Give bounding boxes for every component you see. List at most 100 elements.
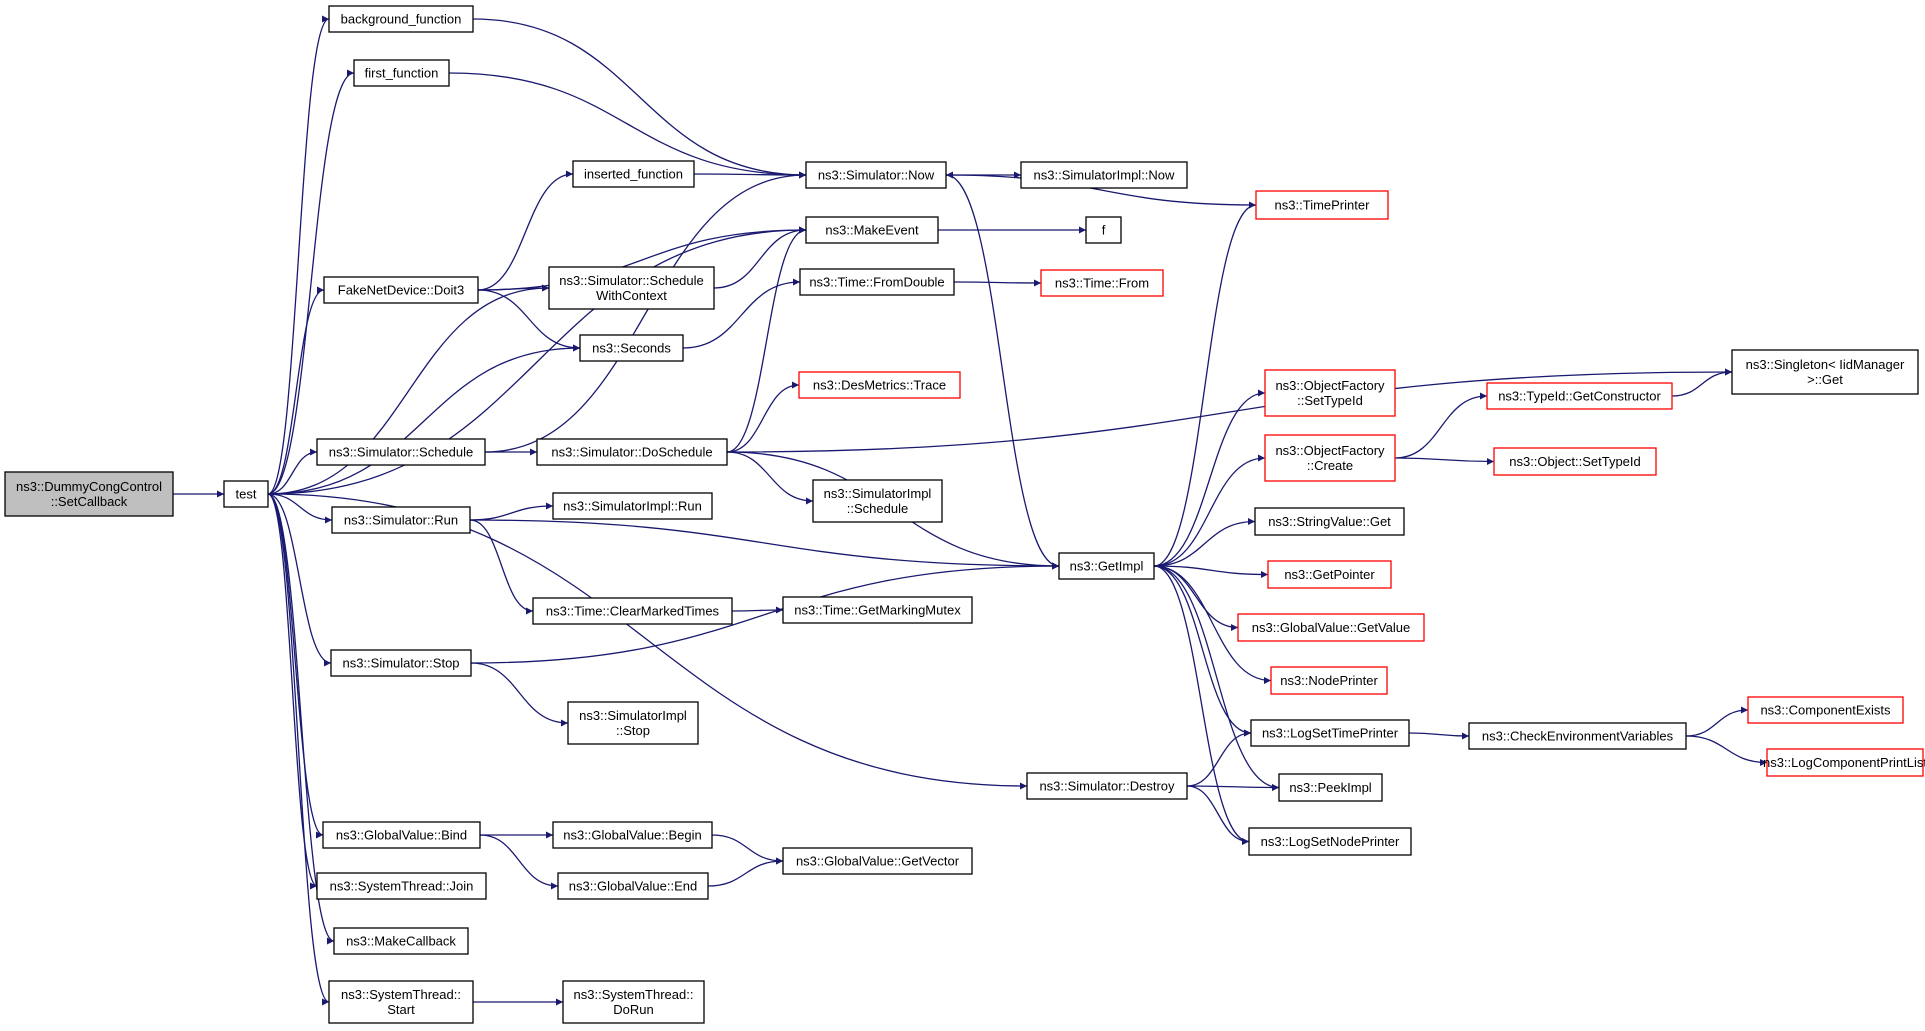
edge-getimpl-to-strget [1153, 518, 1256, 567]
node-label: ns3::Object::SetTypeId [1509, 454, 1641, 469]
node-test[interactable]: test [223, 480, 269, 508]
edge-test-to-first [267, 69, 355, 495]
node-mkcb[interactable]: ns3::MakeCallback [333, 927, 469, 955]
node-getimpl[interactable]: ns3::GetImpl [1058, 552, 1155, 580]
node-label: background_function [341, 12, 462, 27]
edge-test-to-ststart [267, 493, 330, 1006]
edge-first-to-now [448, 72, 807, 179]
node-label: ns3::SystemThread:: [341, 987, 461, 1002]
edge-getimpl-to-ofcreate [1153, 454, 1266, 567]
node-ststart[interactable]: ns3::SystemThread::Start [328, 980, 474, 1024]
node-box [1026, 772, 1188, 800]
edge-checkenv-to-logprint [1685, 735, 1768, 766]
node-first[interactable]: first_function [353, 59, 450, 87]
edge-swc-to-mkevent [713, 226, 807, 289]
node-label: ns3::DesMetrics::Trace [813, 378, 946, 393]
node-box [548, 266, 715, 310]
node-label: ::Create [1307, 458, 1353, 473]
node-gvbegin[interactable]: ns3::GlobalValue::Begin [552, 821, 713, 849]
node-gvbind[interactable]: ns3::GlobalValue::Bind [322, 821, 481, 849]
node-strget[interactable]: ns3::StringValue::Get [1254, 507, 1405, 536]
node-box [552, 821, 713, 849]
node-dorun[interactable]: ns3::SystemThread::DoRun [562, 980, 705, 1024]
node-from[interactable]: ns3::Time::From [1040, 269, 1164, 297]
node-label: WithContext [596, 288, 667, 303]
node-label: ns3::Singleton< IidManager [1746, 357, 1905, 372]
node-label: ns3::Simulator::Schedule [559, 273, 704, 288]
node-box [812, 479, 943, 523]
node-label: ns3::Simulator::Stop [342, 656, 459, 671]
node-ofcreate[interactable]: ns3::ObjectFactory::Create [1264, 434, 1396, 482]
node-seconds[interactable]: ns3::Seconds [579, 334, 684, 362]
node-box [572, 160, 695, 188]
node-box [536, 438, 728, 466]
node-label: ns3::SimulatorImpl [579, 708, 687, 723]
edge-gvbind-to-gvend [479, 834, 559, 890]
node-label: test [236, 487, 257, 502]
node-box [333, 927, 469, 955]
node-checkenv[interactable]: ns3::CheckEnvironmentVariables [1468, 722, 1687, 750]
edge-test-to-swc [267, 284, 550, 495]
node-logprint[interactable]: ns3::LogComponentPrintList [1763, 748, 1925, 777]
edge-test-to-sched [267, 448, 318, 495]
node-label: DoRun [613, 1002, 653, 1017]
node-box [331, 506, 471, 534]
edge-fromdouble-to-from [953, 279, 1042, 287]
node-bg[interactable]: background_function [328, 5, 474, 33]
node-run[interactable]: ns3::Simulator::Run [331, 506, 471, 534]
node-lognode[interactable]: ns3::LogSetNodePrinter [1248, 827, 1412, 856]
node-getctor[interactable]: ns3::TypeId::GetConstructor [1486, 382, 1673, 410]
node-singleton[interactable]: ns3::Singleton< IidManager>::Get [1731, 349, 1919, 395]
edge-getimpl-to-timeprinter [1153, 201, 1257, 567]
node-implrun[interactable]: ns3::SimulatorImpl::Run [552, 492, 713, 520]
node-mkevent[interactable]: ns3::MakeEvent [805, 216, 939, 244]
node-box [1020, 161, 1188, 189]
edge-seconds-to-fromdouble [682, 278, 801, 349]
node-fromdouble[interactable]: ns3::Time::FromDouble [799, 268, 955, 296]
node-gvvec[interactable]: ns3::GlobalValue::GetVector [782, 847, 973, 875]
node-ofsettype[interactable]: ns3::ObjectFactory::SetTypeId [1264, 369, 1396, 417]
node-label: ns3::SystemThread:: [574, 987, 694, 1002]
node-box [1766, 748, 1924, 777]
node-f[interactable]: f [1085, 216, 1122, 244]
node-box [1486, 382, 1673, 410]
node-label: ns3::ObjectFactory [1275, 443, 1385, 458]
node-sched[interactable]: ns3::Simulator::Schedule [316, 438, 486, 466]
node-trace[interactable]: ns3::DesMetrics::Trace [798, 371, 961, 399]
node-objsettype[interactable]: ns3::Object::SetTypeId [1493, 447, 1657, 476]
node-mutex[interactable]: ns3::Time::GetMarkingMutex [782, 596, 973, 624]
node-destroy[interactable]: ns3::Simulator::Destroy [1026, 772, 1188, 800]
node-compexists[interactable]: ns3::ComponentExists [1747, 696, 1904, 724]
node-gvend[interactable]: ns3::GlobalValue::End [557, 872, 709, 900]
edge-test-to-fake [267, 286, 325, 495]
node-label: ns3::LogSetNodePrinter [1261, 834, 1400, 849]
node-root[interactable]: ns3::DummyCongControl::SetCallback [4, 471, 174, 517]
node-label: ns3::Time::ClearMarkedTimes [546, 604, 720, 619]
node-stop[interactable]: ns3::Simulator::Stop [330, 649, 472, 677]
node-fake[interactable]: FakeNetDevice::Doit3 [323, 276, 479, 304]
node-box [1493, 447, 1657, 476]
node-nodeprinter[interactable]: ns3::NodePrinter [1270, 666, 1388, 695]
node-box [1254, 507, 1405, 536]
node-join[interactable]: ns3::SystemThread::Join [316, 872, 487, 900]
node-getptr[interactable]: ns3::GetPointer [1267, 560, 1392, 589]
node-box [782, 596, 973, 624]
edge-fake-to-seconds [477, 289, 581, 352]
edge-test-to-seconds [267, 344, 581, 495]
node-box [1468, 722, 1687, 750]
node-peek[interactable]: ns3::PeekImpl [1278, 773, 1383, 802]
node-implnow[interactable]: ns3::SimulatorImpl::Now [1020, 161, 1188, 189]
node-inserted[interactable]: inserted_function [572, 160, 695, 188]
node-now[interactable]: ns3::Simulator::Now [805, 161, 947, 189]
node-label: >::Get [1807, 372, 1843, 387]
node-clear[interactable]: ns3::Time::ClearMarkedTimes [532, 597, 733, 625]
node-implsched[interactable]: ns3::SimulatorImpl::Schedule [812, 479, 943, 523]
node-logtime[interactable]: ns3::LogSetTimePrinter [1250, 719, 1410, 747]
node-timeprinter[interactable]: ns3::TimePrinter [1255, 190, 1389, 220]
node-label: Start [387, 1002, 415, 1017]
node-gvget[interactable]: ns3::GlobalValue::GetValue [1237, 613, 1425, 642]
node-implstop[interactable]: ns3::SimulatorImpl::Stop [567, 701, 699, 745]
edge-ofcreate-to-objsettype [1394, 457, 1495, 465]
node-dosched[interactable]: ns3::Simulator::DoSchedule [536, 438, 728, 466]
